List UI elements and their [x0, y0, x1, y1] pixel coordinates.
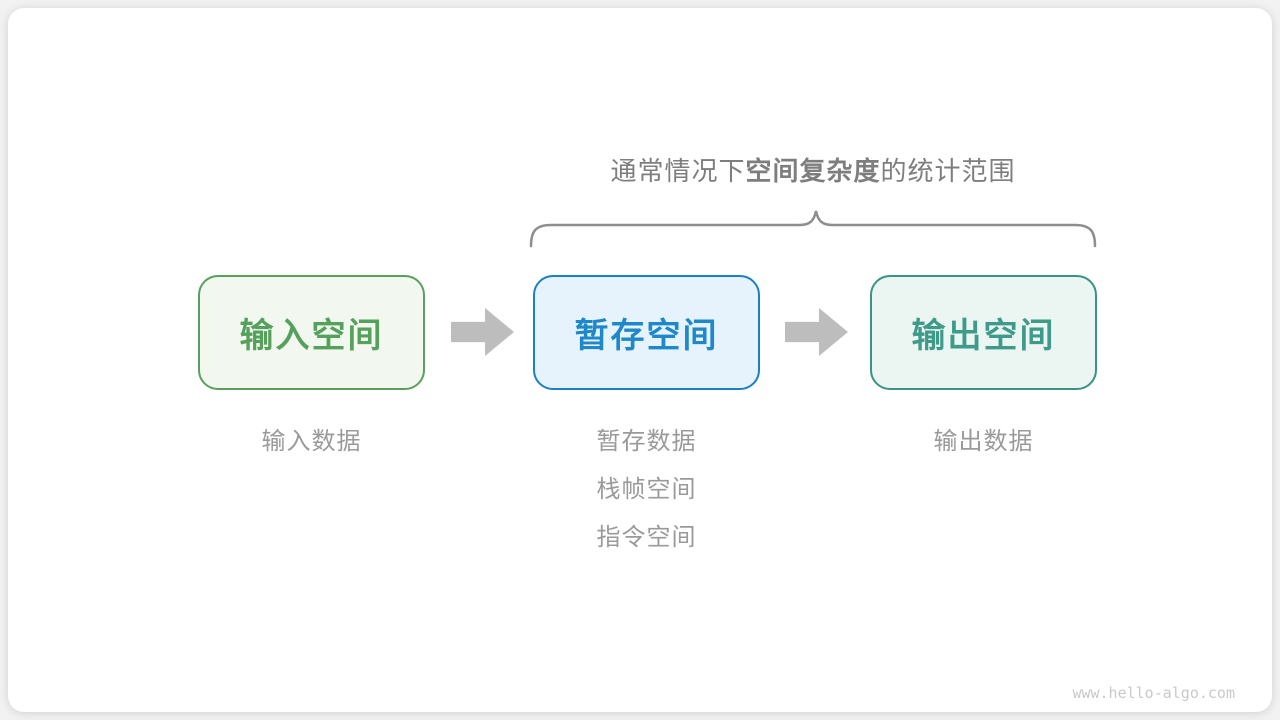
curly-brace-icon — [529, 210, 1097, 248]
scope-title: 通常情况下空间复杂度的统计范围 — [525, 151, 1101, 188]
scope-title-prefix: 通常情况下 — [610, 156, 746, 186]
arrow-right-icon — [785, 308, 848, 356]
input-space-annotations: 输入数据 — [198, 418, 425, 466]
arrow-right-icon — [451, 308, 514, 356]
output-space-box: 输出空间 — [870, 275, 1097, 390]
output-space-label: 输出空间 — [911, 317, 1056, 355]
annotation-line: 输入数据 — [261, 428, 362, 455]
temp-space-box: 暂存空间 — [533, 275, 760, 390]
annotation-line: 输出数据 — [933, 428, 1034, 455]
annotation-line: 栈帧空间 — [596, 476, 697, 503]
annotation-line: 指令空间 — [596, 524, 697, 551]
diagram-card: 通常情况下空间复杂度的统计范围 输入空间 暂存空间 输出空间 输入数据 暂存数据… — [8, 8, 1272, 712]
scope-title-keyword: 空间复杂度 — [745, 156, 881, 186]
output-space-annotations: 输出数据 — [870, 418, 1097, 466]
temp-space-label: 暂存空间 — [574, 317, 719, 355]
annotation-line: 暂存数据 — [596, 428, 697, 455]
temp-space-annotations: 暂存数据 栈帧空间 指令空间 — [533, 418, 760, 562]
input-space-label: 输入空间 — [239, 317, 384, 355]
input-space-box: 输入空间 — [198, 275, 425, 390]
site-watermark: www.hello-algo.com — [1072, 684, 1235, 702]
scope-title-suffix: 的统计范围 — [880, 156, 1016, 186]
